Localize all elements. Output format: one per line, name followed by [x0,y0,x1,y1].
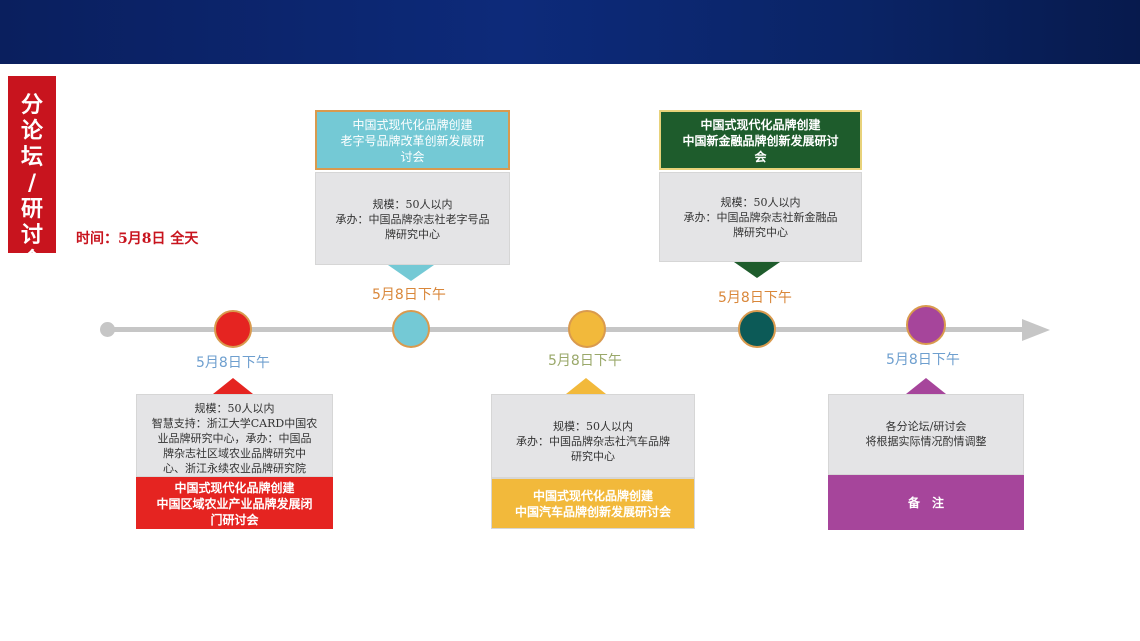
event-4-details: 规模：50人以内 承办：中国品牌杂志社新金融品 牌研究中心 [659,172,862,262]
title-line: 中国式现代化品牌创建 [352,118,473,132]
title-line: 中国式现代化品牌创建 [700,118,821,132]
detail-line: 研究中心 [571,450,615,463]
detail-line: 规模：50人以内 [553,420,633,433]
detail-line: 牌杂志社区域农业品牌研究中 [163,447,306,460]
detail-line: 承办：中国品牌杂志社新金融品 [683,211,838,224]
title-line: 中国新金融品牌创新发展研讨 [682,134,839,148]
event-1-title: 中国式现代化品牌创建 中国区域农业产业品牌发展闭 门研讨会 [136,477,333,529]
event-4-date: 5月8日下午 [718,290,792,306]
detail-line: 将根据实际情况酌情调整 [865,435,987,448]
section-tab-char: 分 [20,92,43,118]
section-tab-label: 分 论 坛 / 研 讨 会 [8,92,56,274]
event-4-pointer [734,262,780,278]
title-line: 中国区域农业产业品牌发展闭 [156,497,313,511]
section-tab: 分 论 坛 / 研 讨 会 [8,76,56,274]
timeline-dot-1 [214,310,252,348]
title-line: 讨会 [400,150,425,164]
detail-line: 规模：50人以内 [720,196,801,209]
event-2-date: 5月8日下午 [372,287,446,303]
timeline-dot-3 [568,310,606,348]
event-3-title: 中国式现代化品牌创建 中国汽车品牌创新发展研讨会 [491,478,695,529]
event-2-pointer [388,265,434,281]
detail-line: 承办：中国品牌杂志社老字号品 [335,213,490,226]
detail-line: 各分论坛/研讨会 [885,420,967,433]
header-banner [0,0,1140,64]
event-2-details: 规模：50人以内 承办：中国品牌杂志社老字号品 牌研究中心 [315,172,510,265]
timeline-start-dot [100,322,115,337]
section-tab-char: 研 [20,196,43,222]
title-line: 中国汽车品牌创新发展研讨会 [514,505,671,519]
event-5-pointer [906,378,946,394]
timeline-arrow-icon [1022,319,1050,341]
timeline-dot-5 [906,305,946,345]
section-tab-char: 坛 [20,144,43,170]
timeline-dot-4 [738,310,776,348]
event-1-date: 5月8日下午 [196,355,270,371]
title-line: 老字号品牌改革创新发展研 [340,134,485,148]
section-tab-char: 论 [20,118,43,144]
detail-line: 牌研究中心 [385,228,440,241]
title-line: 中国式现代化品牌创建 [174,481,295,495]
detail-line: 牌研究中心 [733,226,788,239]
event-1-details: 规模：50人以内 智慧支持：浙江大学CARD中国农 业品牌研究中心，承办：中国品… [136,394,333,477]
section-tab-char: 会 [20,248,43,274]
detail-line: 规模：50人以内 [194,402,275,415]
event-5-details: 各分论坛/研讨会 将根据实际情况酌情调整 [828,394,1024,475]
event-3-pointer [566,378,606,394]
event-3-date: 5月8日下午 [548,353,622,369]
event-1-pointer [213,378,253,394]
title-line: 备 注 [907,496,944,510]
event-5-date: 5月8日下午 [886,352,960,368]
event-3-details: 规模：50人以内 承办：中国品牌杂志社汽车品牌 研究中心 [491,394,695,478]
detail-line: 承办：中国品牌杂志社汽车品牌 [516,435,670,448]
detail-line: 智慧支持：浙江大学CARD中国农 [151,417,318,430]
title-line: 门研讨会 [210,513,259,527]
timeline-dot-2 [392,310,430,348]
event-2-title: 中国式现代化品牌创建 老字号品牌改革创新发展研 讨会 [315,110,510,170]
title-line: 会 [754,150,767,164]
detail-line: 业品牌研究中心，承办：中国品 [157,432,312,445]
title-line: 中国式现代化品牌创建 [532,489,653,503]
section-tab-char: / [27,170,37,196]
detail-line: 心、浙江永续农业品牌研究院 [163,462,306,475]
section-tab-char: 讨 [20,222,43,248]
time-label: 时间：5月8日 全天 [76,231,199,247]
event-5-title: 备 注 [828,475,1024,530]
detail-line: 规模：50人以内 [372,198,453,211]
event-4-title: 中国式现代化品牌创建 中国新金融品牌创新发展研讨 会 [659,110,862,170]
